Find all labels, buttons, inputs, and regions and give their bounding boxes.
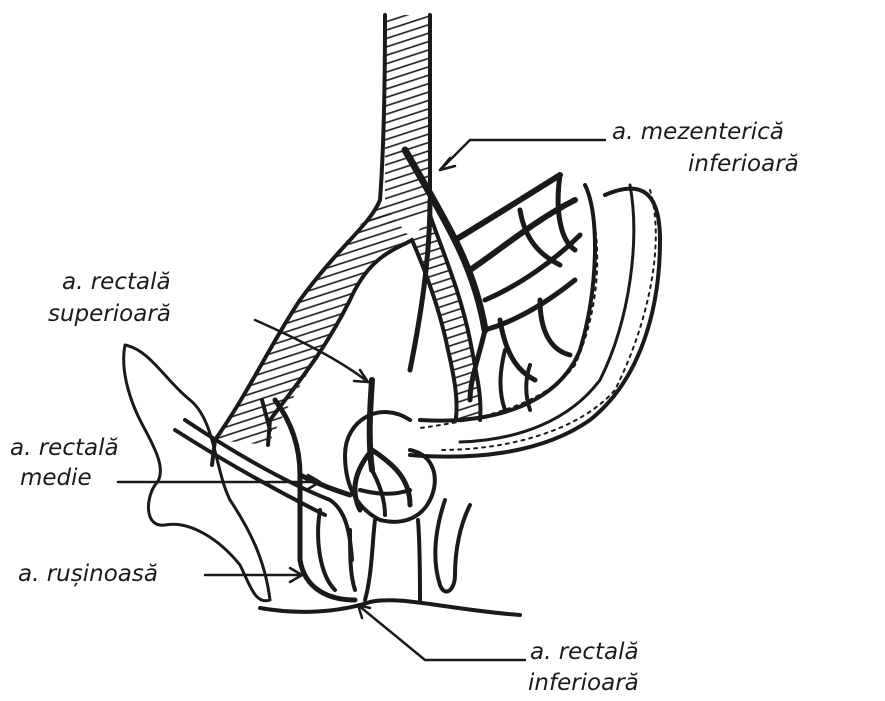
label-rectala-inferioara-line2: inferioară <box>528 671 639 695</box>
label-mezenterica-line1: a. mezenterică <box>612 120 784 144</box>
label-mezenterica-line2: inferioară <box>688 152 799 176</box>
label-rectala-medie-line2: medie <box>20 466 92 490</box>
label-rectala-superioara-line2: superioară <box>48 302 171 326</box>
label-rectala-superioara-line1: a. rectală <box>62 270 171 294</box>
label-rectala-inferioara-line1: a. rectală <box>530 640 639 664</box>
aorta-and-iliac-arteries <box>212 15 481 465</box>
label-rectala-medie-line1: a. rectală <box>10 436 119 460</box>
aorta-fill <box>350 15 430 230</box>
label-rusinoasa: a. rușinoasă <box>18 562 158 586</box>
rectum <box>345 380 435 600</box>
left-iliac-hatch <box>215 200 412 445</box>
